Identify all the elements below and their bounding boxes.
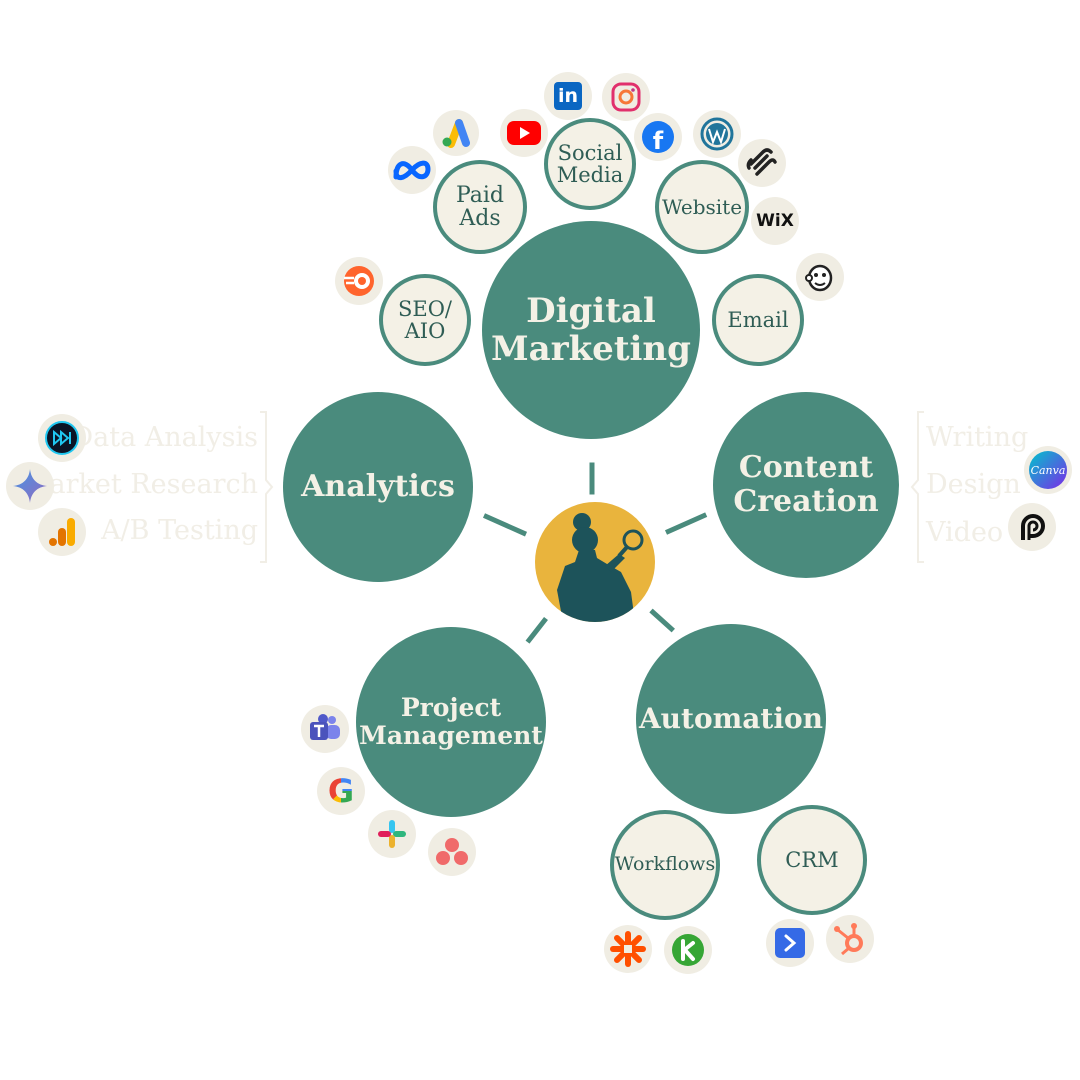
- subtopic-seo-label: SEO/ AIO: [397, 296, 452, 343]
- linkedin-logo: in: [544, 72, 592, 120]
- subtopic-website-label: Website: [661, 194, 743, 219]
- category-automation[interactable]: Automation: [636, 624, 826, 814]
- subtopic-email-label: Email: [727, 307, 789, 332]
- linkedin-icon: in: [554, 82, 582, 110]
- zapier-icon: [610, 931, 646, 967]
- connector-digital-marketing: [589, 462, 595, 495]
- google-analytics-icon: [49, 518, 75, 546]
- google-ads-icon: [442, 119, 470, 148]
- category-content-creation-label: Content Creation: [733, 450, 879, 519]
- asana-logo: [428, 828, 476, 876]
- category-analytics[interactable]: Analytics: [283, 392, 473, 582]
- analytics-bracket: [260, 411, 274, 563]
- fast-forward-icon: [45, 421, 79, 455]
- canva-icon-text: Canva: [1030, 463, 1066, 477]
- content-item-video: Video: [926, 517, 1004, 548]
- asana-icon: [436, 838, 468, 865]
- subtopic-paid-ads[interactable]: Paid Ads: [433, 160, 527, 254]
- analytics-item-ab-testing: A/B Testing: [101, 515, 258, 546]
- connector-automation: [649, 608, 675, 633]
- loom-logo: [1008, 503, 1056, 551]
- microsoft-teams-logo: [301, 705, 349, 753]
- youtube-logo: [500, 109, 548, 157]
- fast-forward-logo: [38, 414, 86, 462]
- keap-icon: [672, 934, 704, 966]
- wordpress-logo: [693, 110, 741, 158]
- content-item-writing: Writing: [926, 422, 1029, 453]
- connector-content-creation: [664, 512, 708, 535]
- activecampaign-icon: [775, 928, 805, 958]
- wordpress-icon: [700, 117, 734, 151]
- woman-with-magnifying-glass-icon: [557, 513, 644, 622]
- slack-icon: [378, 820, 406, 848]
- connector-analytics: [482, 513, 528, 537]
- subtopic-workflows-label: Workflows: [614, 853, 716, 876]
- canva-icon: Canva: [1029, 451, 1067, 489]
- squarespace-icon: [746, 148, 777, 176]
- loom-icon: [1021, 514, 1045, 540]
- facebook-logo: f: [634, 113, 682, 161]
- analytics-item-data-analysis: Data Analysis: [71, 422, 259, 453]
- subtopic-paid-ads-label: Paid Ads: [455, 182, 505, 231]
- zapier-logo: [604, 925, 652, 973]
- instagram-icon: [611, 82, 641, 112]
- slack-logo: [368, 810, 416, 858]
- google-icon: G: [327, 772, 355, 810]
- hubspot-logo: [826, 915, 874, 963]
- hubspot-icon: [834, 923, 863, 956]
- analytics-item-market-research: Market Research: [21, 469, 258, 500]
- mailchimp-icon: [805, 264, 833, 292]
- canva-logo: Canva: [1024, 446, 1072, 494]
- squarespace-logo: [738, 139, 786, 187]
- wix-icon: WiX: [756, 211, 794, 231]
- center-hub: [535, 502, 655, 622]
- subtopic-crm[interactable]: CRM: [757, 805, 867, 915]
- content-item-design: Design: [926, 469, 1021, 500]
- category-project-management-label: Project Management: [359, 693, 543, 750]
- subtopic-workflows[interactable]: Workflows: [610, 810, 720, 920]
- subtopic-social-media[interactable]: Social Media: [544, 118, 636, 210]
- linkedin-icon-text: in: [557, 85, 579, 107]
- google-logo: G: [317, 767, 365, 815]
- mailchimp-logo: [796, 253, 844, 301]
- category-automation-label: Automation: [638, 702, 824, 736]
- semrush-icon: [344, 266, 374, 296]
- content-bracket: [910, 411, 924, 563]
- category-digital-marketing-label: Digital Marketing: [491, 290, 691, 369]
- youtube-icon: [507, 121, 541, 145]
- subtopic-email[interactable]: Email: [712, 274, 804, 366]
- meta-logo: [388, 146, 436, 194]
- facebook-icon: f: [642, 121, 674, 153]
- category-digital-marketing[interactable]: Digital Marketing: [482, 221, 700, 439]
- subtopic-website[interactable]: Website: [655, 160, 749, 254]
- subtopic-social-media-label: Social Media: [556, 140, 624, 187]
- instagram-logo: [602, 73, 650, 121]
- meta-icon: [393, 160, 431, 181]
- category-project-management[interactable]: Project Management: [356, 627, 546, 817]
- gemini-icon: [13, 469, 47, 503]
- keap-logo: [664, 926, 712, 974]
- google-analytics-logo: [38, 508, 86, 556]
- subtopic-crm-label: CRM: [785, 847, 839, 872]
- google-ads-logo: [433, 110, 479, 156]
- facebook-icon-text: f: [652, 127, 664, 153]
- connector-project-management: [525, 616, 548, 644]
- gemini-logo: [6, 462, 54, 510]
- category-content-creation[interactable]: Content Creation: [713, 392, 899, 578]
- subtopic-seo[interactable]: SEO/ AIO: [379, 274, 471, 366]
- category-analytics-label: Analytics: [301, 469, 455, 505]
- wix-logo: WiX: [751, 197, 799, 245]
- microsoft-teams-icon: [310, 714, 340, 740]
- semrush-logo: [335, 257, 383, 305]
- activecampaign-logo: [766, 919, 814, 967]
